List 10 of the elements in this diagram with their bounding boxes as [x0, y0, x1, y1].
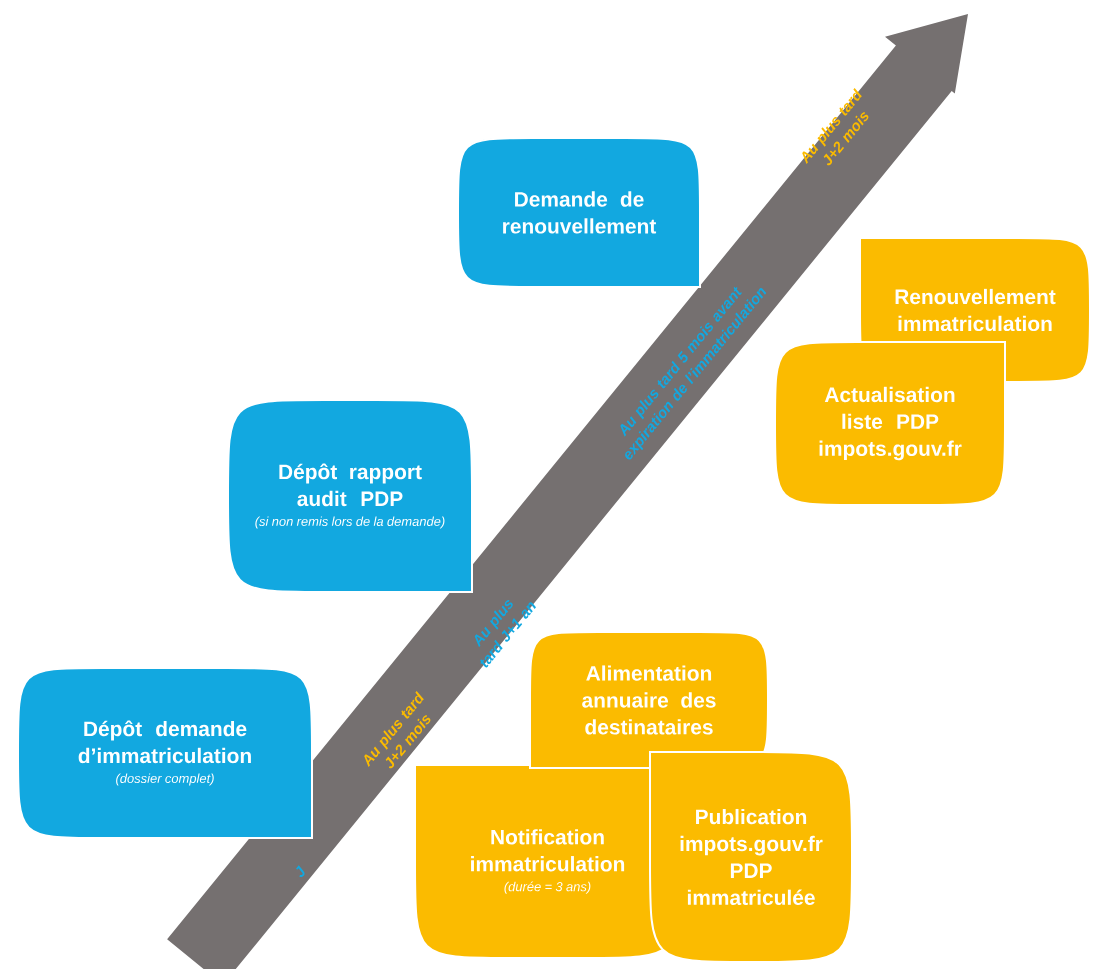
- speech-bubble: Publication impots.gouv.fr PDP immatriculée: [649, 751, 853, 963]
- speech-bubble: Demande de renouvellement: [457, 137, 701, 288]
- speech-bubble: Actualisation liste PDP impots.gouv.fr: [774, 341, 1006, 506]
- node-label: Notification immatriculation: [471, 829, 625, 872]
- speech-bubble: Dépôt demande d’immatriculation (dossier complet): [17, 667, 313, 839]
- timeline-label: J: [296, 865, 305, 878]
- node-label: (durée = 3 ans): [504, 881, 591, 894]
- node-label: Renouvellement immatriculation: [895, 288, 1056, 332]
- speech-bubble: Alimentation annuaire des destinataires: [529, 631, 769, 769]
- speech-bubble: Dépôt rapport audit PDP (si non remis lors de la demande): [227, 399, 473, 593]
